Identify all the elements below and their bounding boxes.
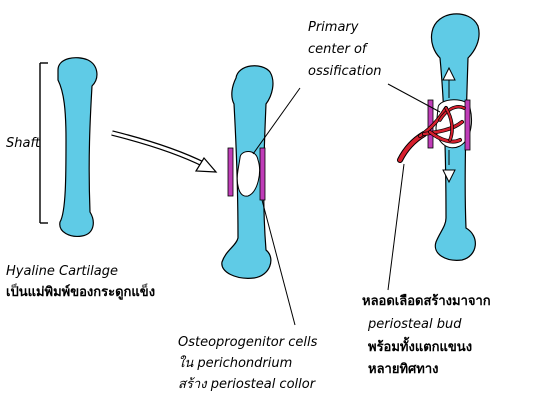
vessel-line2: periosteal bud [368,317,462,332]
shaft-bracket [39,62,48,224]
osteoprogenitor-line1: Osteoprogenitor cells [178,335,318,350]
cartilage-model-1 [57,57,98,237]
primary-center-line3: ossification [308,64,382,79]
periosteal-bud-vessels [397,105,466,163]
vessel-line4: หลายทิศทาง [368,362,439,377]
periosteal-collar-right-3 [464,99,471,151]
osteoprogenitor-line3: สร้าง periosteal collor [178,377,316,392]
leader-primary-center [252,87,301,155]
leader-osteoprogenitor [261,199,296,326]
shaft-label: Shaft [6,136,41,151]
progression-arrow [111,130,218,173]
hyaline-label-line1: Hyaline Cartilage [6,264,118,279]
vessel-line1: หลอดเลือดสร้างมาจาก [362,294,491,309]
vessel-line3: พร้อมทั้งแตกแขนง [368,340,473,355]
primary-center-line1: Primary [308,20,359,35]
leader-vessel [387,163,405,291]
growth-direction-arrows [442,66,456,184]
ossification-center-2 [236,151,261,197]
periosteal-collar-right-2 [259,147,266,201]
primary-center-line2: center of [308,42,367,57]
leader-primary-center-3 [387,83,441,113]
hyaline-label-line2: เป็นแม่พิมพ์ของกระดูกแข็ง [6,285,156,300]
osteoprogenitor-line2: ใน perichondrium [178,356,293,371]
periosteal-collar-left-2 [227,147,234,197]
